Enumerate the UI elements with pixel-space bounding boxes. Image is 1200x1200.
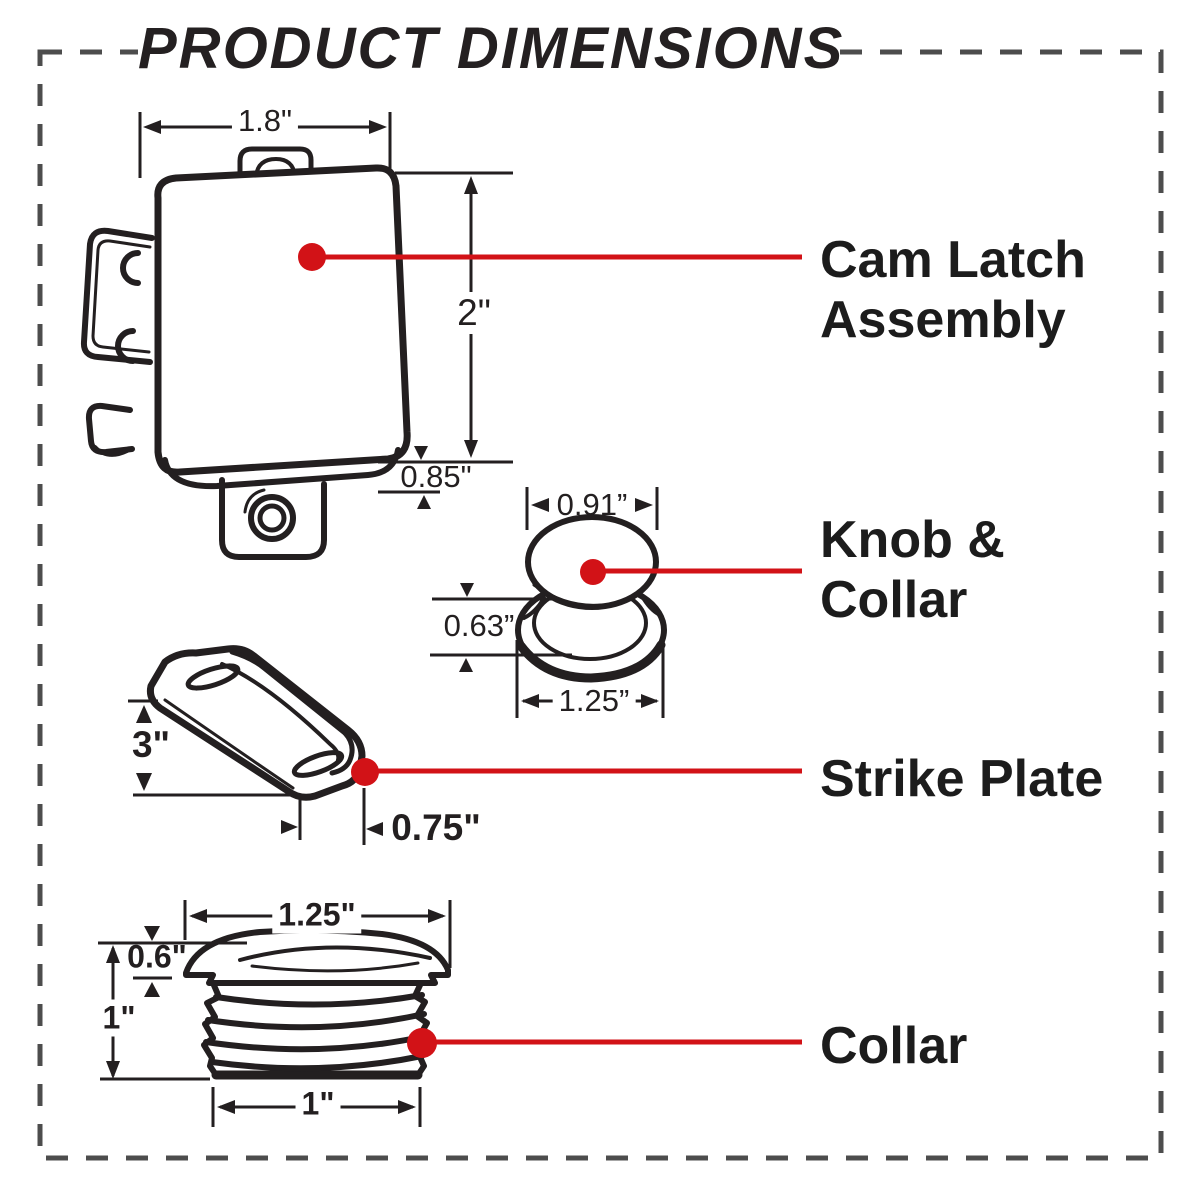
label-cam-latch-assembly: Cam Latch Assembly <box>820 231 1086 349</box>
dim-collar-thread-diameter: 1" <box>295 1085 341 1123</box>
dim-collar-flange-diameter: 1.25" <box>272 896 362 934</box>
strike-plate-dimensions <box>128 699 383 845</box>
label-collar: Collar <box>820 1017 968 1075</box>
strike-plate-callout-dot <box>351 758 379 786</box>
dim-collar-flange-height: 0.6" <box>127 938 187 975</box>
dim-cam-height: 2" <box>451 292 497 334</box>
cam-latch-callout-dot <box>298 243 326 271</box>
knob-collar-dimensions <box>430 487 665 718</box>
dim-cam-depth: 0.85" <box>400 459 472 494</box>
cam-latch-drawing <box>80 146 411 560</box>
knob-callout-dot <box>580 559 606 585</box>
dim-knob-height: 0.63” <box>443 608 515 643</box>
dim-strike-length: 3" <box>131 724 171 765</box>
callouts <box>298 243 802 1058</box>
collar-drawing <box>183 927 451 1080</box>
dim-strike-offset: 0.75" <box>391 807 481 848</box>
label-strike-plate: Strike Plate <box>820 750 1104 808</box>
dim-knob-diameter: 0.91” <box>556 487 628 522</box>
dim-collar-height: 1" <box>96 999 142 1037</box>
dim-cam-width: 1.8" <box>231 103 299 139</box>
strike-plate-drawing <box>146 645 366 801</box>
collar-callout-dot <box>407 1028 437 1058</box>
label-knob-collar: Knob & Collar <box>820 511 1005 629</box>
page-title: PRODUCT DIMENSIONS <box>138 12 842 86</box>
dim-collar-diameter: 1.25” <box>552 683 636 719</box>
